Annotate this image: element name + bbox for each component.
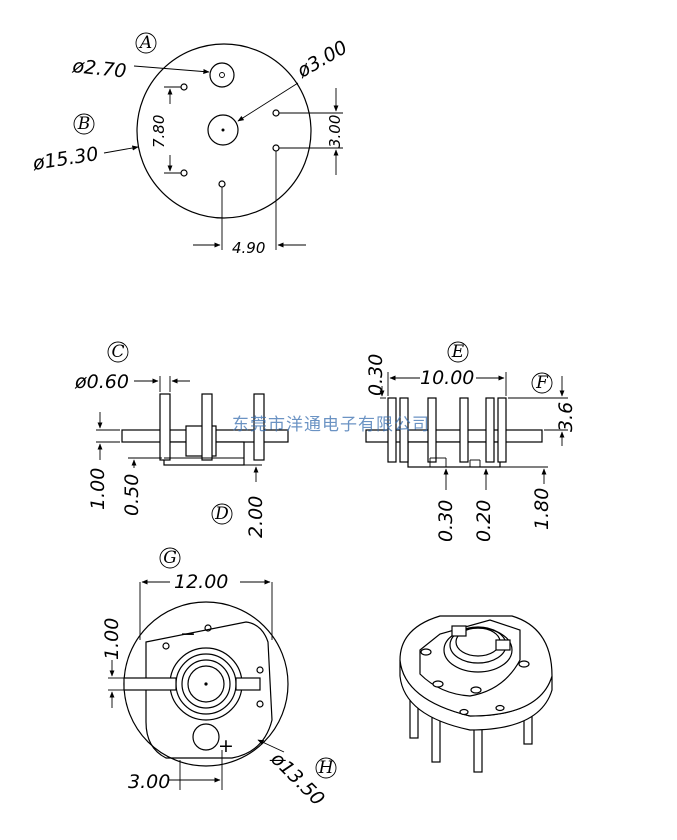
top-hole-small-inner <box>219 72 225 78</box>
dim-base: 1.00 <box>87 468 109 510</box>
top-hole-center <box>207 114 239 146</box>
top-pin-hole <box>218 180 226 188</box>
label-d: D <box>214 504 229 524</box>
side-view-left: C D ø0.60 1.00 0.50 2.00 <box>74 341 289 538</box>
dim-slot-b: 0.20 <box>473 500 495 542</box>
side-view-right: E F 10.00 0.30 3.6 0.30 0.20 1.80 <box>365 341 577 542</box>
dim-bottom-left: 2.00 <box>245 496 267 538</box>
bottom-view: − + G H 12.00 1.00 3.00 ø13.50 <box>101 547 337 810</box>
dim-depth: 1.80 <box>531 488 553 530</box>
dim-vertical-span: 7.80 <box>150 115 168 148</box>
polarity-minus: − <box>180 623 196 645</box>
watermark: 东莞市洋通电子有限公司 <box>232 415 430 435</box>
dim-top-right: 0.30 <box>365 354 387 396</box>
dim-bottom-span: 4.90 <box>232 239 265 257</box>
label-e: E <box>451 342 465 362</box>
dim-outer-bottom: ø13.50 <box>266 747 329 810</box>
dim-hole-small: ø2.70 <box>70 55 127 83</box>
label-b: B <box>77 114 91 134</box>
top-hole-small <box>209 62 235 88</box>
dim-right-span: 3.00 <box>326 115 344 148</box>
dim-width-bottom: 12.00 <box>174 571 228 593</box>
dim-offset-bottom: 3.00 <box>128 771 170 793</box>
label-f: F <box>535 373 549 393</box>
dim-outer-top: ø15.30 <box>30 143 100 175</box>
dim-slot-bottom: 1.00 <box>101 618 123 660</box>
top-outer-circle <box>136 43 312 219</box>
dim-hole-center: ø3.00 <box>293 36 352 83</box>
dim-right-height: 3.6 <box>555 402 577 432</box>
top-pin-hole <box>180 169 188 177</box>
label-h: H <box>318 758 335 778</box>
top-hole-center-dot <box>221 128 225 132</box>
dim-pin: ø0.60 <box>74 371 129 393</box>
dim-step: 0.50 <box>121 474 143 516</box>
label-c: C <box>111 342 124 362</box>
dim-slot-a: 0.30 <box>435 500 457 542</box>
top-pin-hole <box>272 109 280 117</box>
label-g: G <box>163 548 177 568</box>
top-view: A B ø2.70 ø3.00 ø15.30 7.80 3.00 4.90 <box>30 32 352 257</box>
polarity-plus: + <box>218 735 234 757</box>
dim-width-right: 10.00 <box>420 367 474 389</box>
top-pin-hole <box>180 83 188 91</box>
label-a: A <box>138 33 152 53</box>
isometric-view <box>399 615 553 773</box>
top-pin-hole <box>272 144 280 152</box>
